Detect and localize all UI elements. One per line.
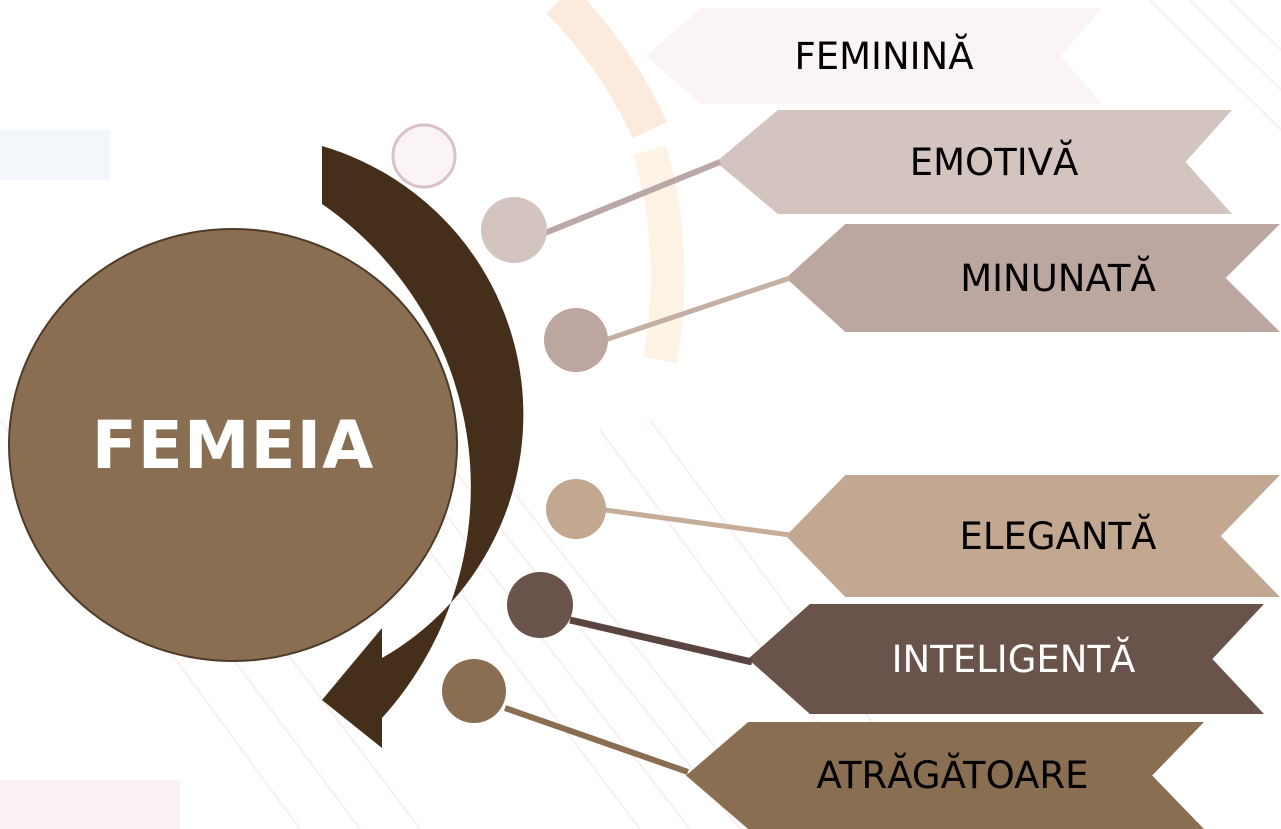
banner-label: ELEGANTĂ — [959, 514, 1157, 558]
dot-feminina — [391, 123, 457, 189]
connector-atragatoare — [504, 705, 689, 775]
connector-inteligenta — [569, 616, 753, 666]
banner-atragatoare: ATRĂGĂTOARE — [686, 722, 1204, 829]
banner-inteligenta: INTELIGENTĂ — [748, 604, 1264, 714]
dot-emotiva — [481, 197, 547, 263]
center-circle: FEMEIA — [8, 228, 458, 662]
banner-label: INTELIGENTĂ — [891, 637, 1136, 681]
banner-eleganta: ELEGANTĂ — [786, 475, 1280, 597]
connector-emotiva — [543, 159, 722, 236]
dot-minunata — [544, 308, 608, 372]
connector-eleganta — [604, 507, 791, 538]
center-title: FEMEIA — [91, 406, 375, 484]
connector-minunata — [604, 275, 791, 343]
banner-emotiva: EMOTIVĂ — [716, 110, 1232, 214]
dot-eleganta — [546, 479, 606, 539]
banner-label: FEMININĂ — [794, 34, 974, 78]
banner-label: EMOTIVĂ — [909, 140, 1079, 184]
curved-arrow — [322, 146, 524, 748]
banner-label: MINUNATĂ — [960, 256, 1156, 300]
banner-minunata: MINUNATĂ — [786, 224, 1280, 332]
banner-label: ATRĂGĂTOARE — [816, 754, 1089, 797]
dot-inteligenta — [507, 572, 573, 638]
dot-atragatoare — [442, 659, 506, 723]
banner-feminina: FEMININĂ — [646, 8, 1102, 104]
